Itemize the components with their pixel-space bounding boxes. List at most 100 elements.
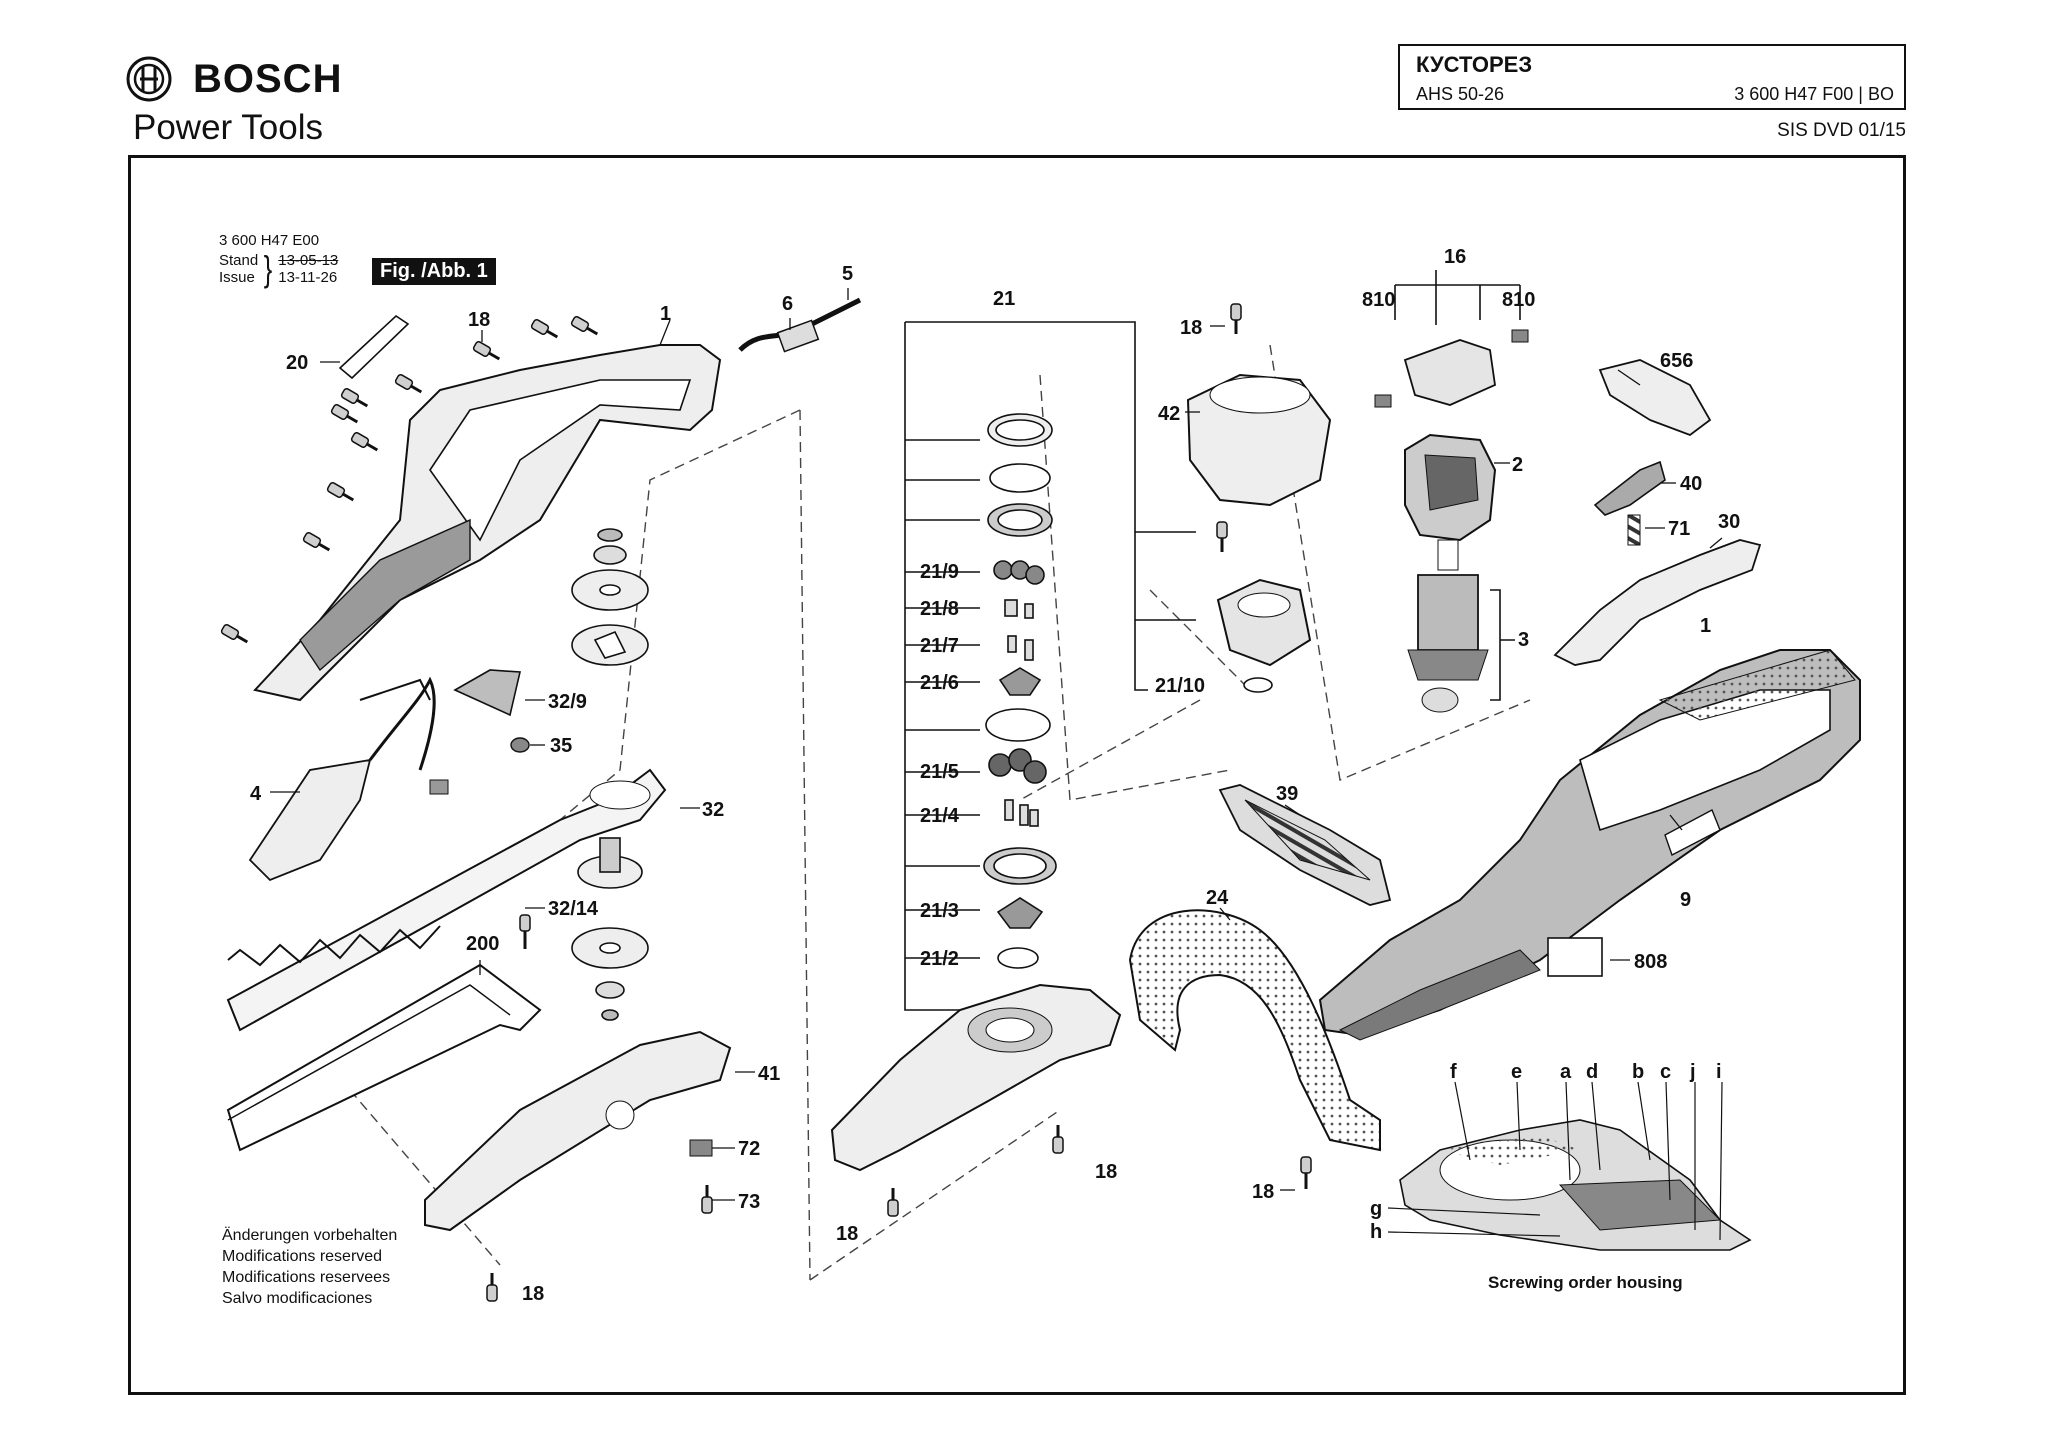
brand-logo: BOSCH Power Tools (125, 52, 365, 152)
dvd-label: SIS DVD 01/15 (1777, 120, 1906, 141)
figure-label: Fig. /Abb. 1 (372, 258, 496, 285)
callout-21-2: 21/2 (920, 948, 959, 970)
label-strip-20 (338, 314, 410, 380)
screwing-order-inset (1399, 1119, 1752, 1251)
callout-30: 30 (1718, 511, 1740, 533)
washer-21-10 (1243, 677, 1273, 693)
stand-date: 13-05-13 (278, 252, 339, 269)
gear-group-bracket-21 (904, 321, 1196, 1011)
callout-21-9: 21/9 (920, 561, 959, 583)
fan-cover-42 (1186, 373, 1332, 507)
callout-6: 6 (782, 293, 793, 315)
callout-21: 21 (993, 288, 1015, 310)
callout-18-top: 18 (468, 309, 490, 331)
diagram-frame (128, 155, 1906, 1395)
lower-gear-housing (830, 983, 1122, 1172)
stand-label: Stand (219, 252, 259, 269)
callout-18-center: 18 (1180, 317, 1202, 339)
title-box: КУСТОРЕЗ AHS 50-26 3 600 H47 F00 | BO (1398, 44, 1906, 110)
cable-harness-4 (248, 676, 449, 882)
gear-housing-41 (424, 1030, 732, 1232)
callout-21-6: 21/6 (920, 672, 959, 694)
note-de: Änderungen vorbehalten (222, 1227, 398, 1244)
spring-71 (1627, 514, 1641, 546)
screws-left (220, 316, 599, 644)
callout-72: 72 (738, 1138, 760, 1160)
callout-810-left: 810 (1362, 289, 1395, 311)
callout-5: 5 (842, 263, 853, 285)
cutting-blade-32 (226, 768, 667, 1032)
callout-21-8: 21/8 (920, 598, 959, 620)
callout-leaders (270, 288, 1723, 1201)
callout-h: h (1370, 1221, 1382, 1243)
product-part-number: 3 600 H47 F00 | BO (1734, 84, 1894, 104)
note-fr: Modifications reservees (222, 1269, 391, 1286)
callout-1-left: 1 (660, 303, 671, 325)
air-grille-39 (1218, 784, 1392, 906)
doc-number: 3 600 H47 E00 (219, 232, 320, 249)
gear-stack-left (571, 528, 649, 1021)
issue-date: 13-11-26 (278, 269, 338, 286)
callout-i: i (1716, 1061, 1722, 1083)
brush-holder-16 (1403, 339, 1496, 406)
document-meta: 3 600 H47 E00 Stand Issue } 13-05-13 13-… (219, 232, 339, 289)
callout-41: 41 (758, 1063, 780, 1085)
armature-bracket (1490, 589, 1515, 701)
brand-name: BOSCH (193, 56, 343, 101)
handle-part-30 (1553, 539, 1762, 666)
bosch-armature-icon (126, 56, 172, 102)
callout-labels: 20 18 1 6 5 32/9 35 4 32 32/14 200 41 72… (250, 246, 1740, 1305)
callout-21-5: 21/5 (920, 761, 959, 783)
callout-4: 4 (250, 783, 262, 805)
callout-810-right: 810 (1502, 289, 1535, 311)
issue-label: Issue (219, 269, 255, 286)
callout-20: 20 (286, 352, 308, 374)
power-cable (738, 297, 862, 353)
note-es: Salvo modificaciones (222, 1290, 373, 1307)
screwing-order-leaders (1387, 1081, 1723, 1241)
label-9 (1664, 809, 1721, 856)
callout-9: 9 (1680, 889, 1691, 911)
callout-16: 16 (1444, 246, 1466, 268)
modification-notes: Änderungen vorbehalten Modifications res… (222, 1225, 397, 1309)
gear-parts-21 (983, 413, 1057, 969)
screws-center (887, 303, 1312, 1217)
callout-32-14: 32/14 (548, 898, 599, 920)
callout-e: e (1511, 1061, 1522, 1083)
carbon-brush-810-left (1374, 394, 1392, 408)
callout-f: f (1450, 1061, 1457, 1083)
callout-73: 73 (738, 1191, 760, 1213)
callout-21-7: 21/7 (920, 635, 959, 657)
callout-35: 35 (550, 735, 572, 757)
screws-bottom-left (486, 914, 713, 1302)
note-en: Modifications reserved (222, 1248, 383, 1265)
brace-icon: } (264, 248, 273, 289)
callout-18-mid1: 18 (1095, 1161, 1117, 1183)
stator-2 (1404, 433, 1497, 542)
callout-656: 656 (1660, 350, 1693, 372)
callout-24: 24 (1206, 887, 1229, 909)
upper-housing-left (253, 344, 722, 702)
switch-lever-656 (1598, 359, 1712, 437)
bearing-housing (1216, 578, 1312, 667)
callout-3: 3 (1518, 629, 1529, 651)
callout-200: 200 (466, 933, 499, 955)
label-808 (1547, 937, 1603, 977)
callout-d: d (1586, 1061, 1598, 1083)
brand-subtitle: Power Tools (133, 108, 324, 147)
blade-guard-32-9 (453, 669, 521, 717)
callout-32: 32 (702, 799, 724, 821)
carbon-brush-810-right (1511, 329, 1529, 343)
callout-71: 71 (1668, 518, 1690, 540)
callout-21-3: 21/3 (920, 900, 959, 922)
callout-40: 40 (1680, 473, 1702, 495)
callout-2: 2 (1512, 454, 1523, 476)
upper-housing-right (1318, 649, 1861, 1041)
callout-39: 39 (1276, 783, 1298, 805)
brush-holder-bracket-16 (1394, 270, 1521, 325)
callout-18-mid2: 18 (836, 1223, 858, 1245)
product-name: КУСТОРЕЗ (1416, 52, 1533, 77)
callout-a: a (1560, 1061, 1572, 1083)
callout-808: 808 (1634, 951, 1667, 973)
